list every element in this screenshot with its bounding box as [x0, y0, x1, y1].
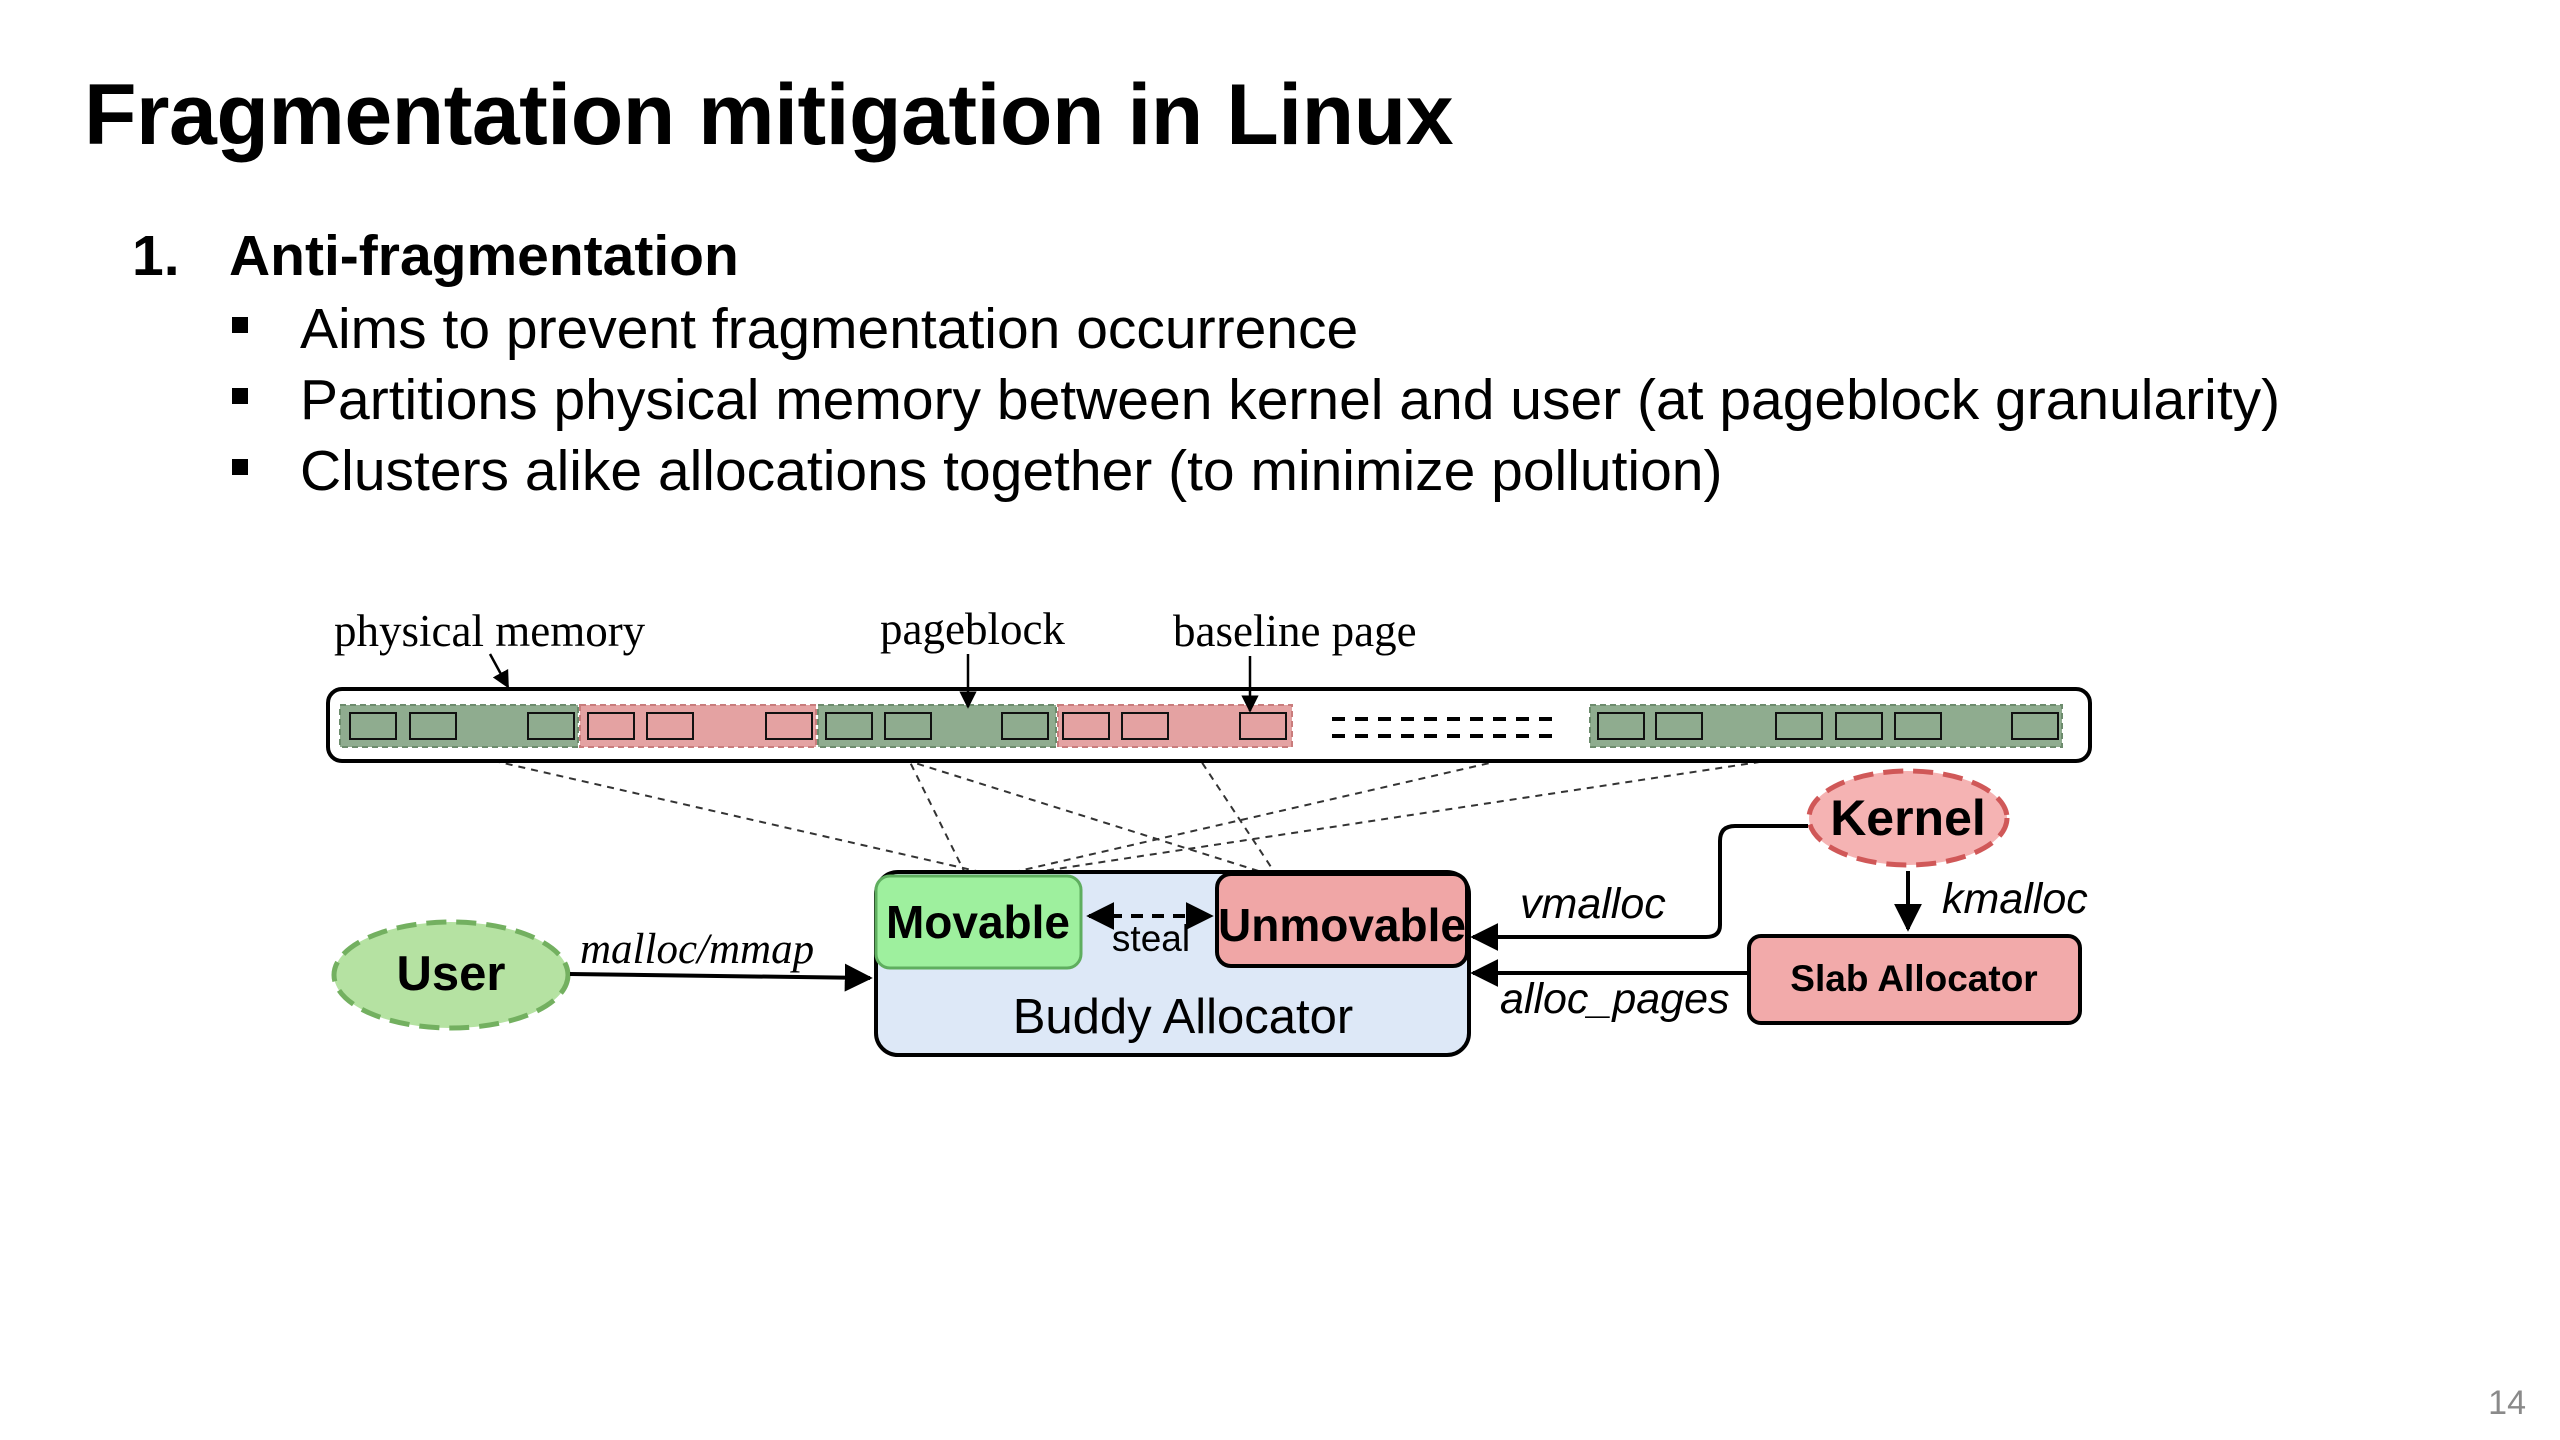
- kernel-label: Kernel: [1830, 790, 1986, 846]
- movable-baseline-page: [1597, 712, 1645, 740]
- movable-baseline-page: [1001, 712, 1049, 740]
- unmovable-box: [1215, 872, 1469, 968]
- movable-box: [874, 874, 1083, 970]
- alloc-pages-label: alloc_pages: [1500, 975, 1730, 1023]
- baseline-page-label: baseline page: [1173, 606, 1417, 656]
- movable-baseline-page: [1655, 712, 1703, 740]
- malloc-arrow: [569, 963, 873, 992]
- vmalloc-label: vmalloc: [1520, 880, 1666, 928]
- user-label: User: [397, 947, 506, 1001]
- malloc-mmap-label: malloc/mmap: [580, 926, 814, 973]
- baseline-pages: [349, 712, 2059, 740]
- unmovable-baseline-page: [1062, 712, 1110, 740]
- bullet-item: Partitions physical memory between kerne…: [300, 368, 2281, 432]
- buddy-allocator-label: Buddy Allocator: [1013, 990, 1354, 1044]
- unmovable-label: Unmovable: [1218, 899, 1466, 951]
- movable-baseline-page: [349, 712, 397, 740]
- movable-baseline-page: [409, 712, 457, 740]
- bullet-item: Clusters alike allocations together (to …: [300, 439, 1723, 503]
- slide-title: Fragmentation mitigation in Linux: [84, 67, 1454, 163]
- movable-baseline-page: [1775, 712, 1823, 740]
- unmovable-baseline-page: [1121, 712, 1169, 740]
- section-number: 1.: [132, 224, 180, 288]
- movable-baseline-page: [884, 712, 932, 740]
- movable-baseline-page: [527, 712, 575, 740]
- bullet-square-icon: [232, 388, 248, 404]
- movable-label: Movable: [886, 896, 1070, 948]
- strip-ellipsis: [1332, 717, 1555, 738]
- mapping-lines: [454, 739, 1826, 874]
- bullet-square-icon: [232, 459, 248, 475]
- bullet-item: Aims to prevent fragmentation occurrence: [300, 297, 1359, 361]
- unmovable-baseline-page: [646, 712, 694, 740]
- vmalloc-arrow: [1470, 824, 1808, 951]
- movable-baseline-page: [1835, 712, 1883, 740]
- unmovable-baseline-page: [765, 712, 813, 740]
- kernel-node: [1806, 768, 2010, 868]
- pageblock-label: pageblock: [880, 604, 1065, 654]
- slab-allocator-box: [1747, 934, 2082, 1025]
- bullet-square-icon: [232, 317, 248, 333]
- movable-baseline-page: [2011, 712, 2059, 740]
- user-node: [331, 919, 571, 1031]
- slab-allocator-label: Slab Allocator: [1790, 958, 2037, 999]
- movable-baseline-page: [825, 712, 873, 740]
- unmovable-baseline-page: [587, 712, 635, 740]
- physical-memory-label: physical memory: [334, 606, 646, 656]
- section-heading: Anti-fragmentation: [229, 224, 739, 288]
- physical-memory-pointer: [488, 653, 510, 689]
- page-number: 14: [2488, 1384, 2526, 1422]
- steal-label: steal: [1112, 918, 1190, 959]
- movable-baseline-page: [1894, 712, 1942, 740]
- kmalloc-label: kmalloc: [1942, 875, 2088, 923]
- unmovable-baseline-page: [1239, 712, 1287, 740]
